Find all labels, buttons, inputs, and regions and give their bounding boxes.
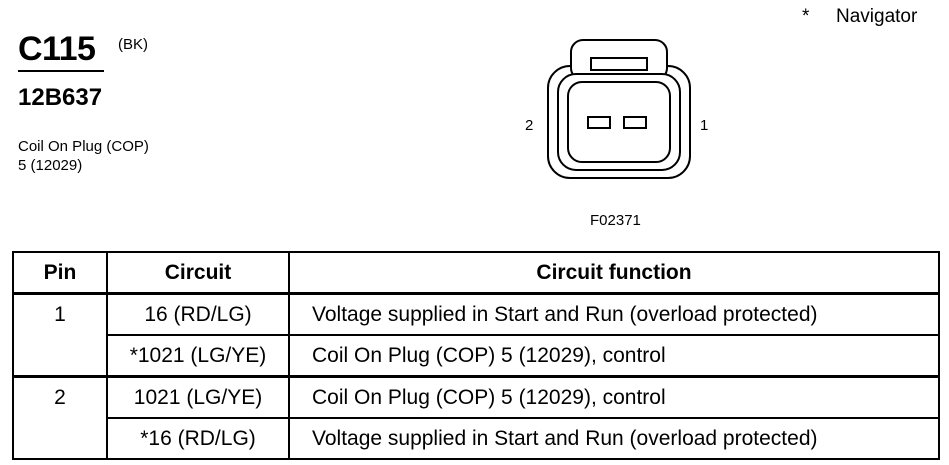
table-row: *16 (RD/LG) Voltage supplied in Start an…: [13, 417, 940, 460]
circuit-cell: 1021 (LG/YE): [106, 375, 290, 419]
connector-face-diagram: [547, 39, 691, 179]
connector-latch: [590, 57, 648, 71]
description-line-2: 5 (12029): [18, 157, 83, 174]
note-marker: *: [802, 6, 810, 27]
pin-cell: 2: [12, 375, 108, 460]
table-header-row: Pin Circuit Circuit function: [12, 251, 940, 295]
pin-cell: 1: [12, 292, 108, 378]
pin-label-2: 2: [525, 117, 534, 134]
header-pin: Pin: [12, 251, 108, 295]
description-line-1: Coil On Plug (COP): [18, 138, 149, 155]
function-cell: Voltage supplied in Start and Run (overl…: [288, 417, 940, 460]
connector-cavity: [567, 81, 671, 163]
header-circuit-function: Circuit function: [288, 251, 940, 295]
pin-2-terminal: [587, 116, 611, 129]
connector-description: Coil On Plug (COP) 5 (12029): [18, 137, 149, 175]
note-text: Navigator: [836, 6, 918, 27]
connector-inner-shell: [557, 73, 681, 171]
table-row: *1021 (LG/YE) Coil On Plug (COP) 5 (1202…: [13, 334, 940, 378]
header-circuit: Circuit: [106, 251, 290, 295]
circuit-cell: *16 (RD/LG): [106, 417, 290, 460]
pinout-table: Pin Circuit Circuit function 1 16 (RD/LG…: [12, 251, 940, 460]
function-cell: Coil On Plug (COP) 5 (12029), control: [288, 375, 940, 419]
navigator-note: * Navigator: [802, 6, 917, 28]
pin-label-1: 1: [700, 117, 709, 134]
table-row: 1 16 (RD/LG) Voltage supplied in Start a…: [12, 292, 940, 378]
figure-code: F02371: [590, 212, 641, 229]
connector-id: C115: [18, 30, 96, 68]
connector-id-underline: [18, 70, 104, 72]
table-row: 2 1021 (LG/YE) Coil On Plug (COP) 5 (120…: [12, 375, 940, 460]
circuit-cell: 16 (RD/LG): [106, 292, 290, 336]
part-number: 12B637: [18, 84, 103, 111]
circuit-cell: *1021 (LG/YE): [106, 334, 290, 378]
connector-color-code: (BK): [118, 36, 148, 53]
function-cell: Coil On Plug (COP) 5 (12029), control: [288, 334, 940, 378]
pin-1-terminal: [623, 116, 647, 129]
function-cell: Voltage supplied in Start and Run (overl…: [288, 292, 940, 336]
